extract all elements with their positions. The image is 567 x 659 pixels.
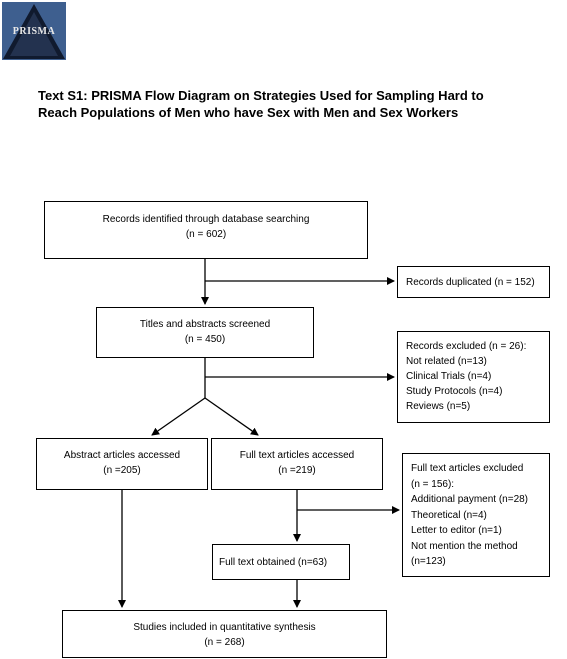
- box-abstract-articles: Abstract articles accessed (n =205): [36, 438, 208, 490]
- excluded-full-header: Full text articles excluded: [411, 463, 524, 474]
- prisma-triangle-icon: [3, 4, 65, 59]
- identified-count: (n = 602): [185, 229, 227, 240]
- page-title: Text S1: PRISMA Flow Diagram on Strategi…: [38, 87, 538, 121]
- excluded-clinical-trials: Clinical Trials (n=4): [406, 371, 492, 382]
- box-records-excluded: Records excluded (n = 26): Not related (…: [397, 331, 550, 423]
- excluded-not-mention: Not mention the method: [411, 540, 518, 552]
- box-records-identified: Records identified through database sear…: [44, 201, 368, 259]
- fulltext-count: (n =219): [278, 465, 316, 476]
- excluded-full-count: (n = 156):: [411, 478, 455, 490]
- screened-count: (n = 450): [184, 334, 226, 345]
- box-studies-included: Studies included in quantitative synthes…: [62, 610, 387, 658]
- title-line-1: Text S1: PRISMA Flow Diagram on Strategi…: [38, 88, 484, 103]
- excluded-not-related: Not related (n=13): [406, 356, 487, 367]
- abstract-count: (n =205): [103, 465, 141, 476]
- title-line-2: Reach Populations of Men who have Sex wi…: [38, 105, 459, 120]
- logo-text: PRISMA: [12, 26, 56, 37]
- excluded-records-header: Records excluded (n = 26):: [406, 341, 527, 352]
- included-count: (n = 268): [204, 637, 245, 648]
- arrow-to-fulltext: [204, 397, 259, 436]
- excluded-study-protocols: Study Protocols (n=4): [406, 386, 503, 397]
- box-records-duplicated: Records duplicated (n = 152): [397, 266, 550, 298]
- box-fulltext-obtained: Full text obtained (n=63): [212, 544, 350, 580]
- screened-label: Titles and abstracts screened: [139, 319, 271, 330]
- abstract-label: Abstract articles accessed: [63, 450, 181, 461]
- excluded-theoretical: Theoretical (n=4): [411, 509, 487, 521]
- excluded-reviews: Reviews (n=5): [406, 401, 471, 412]
- prisma-logo: PRISMA: [2, 2, 66, 60]
- excluded-additional-payment: Additional payment (n=28): [411, 494, 529, 505]
- arrow-to-abstract: [151, 397, 206, 436]
- identified-label: Records identified through database sear…: [102, 214, 310, 225]
- duplicated-label: Records duplicated (n = 152): [406, 277, 535, 288]
- fulltext-label: Full text articles accessed: [239, 450, 355, 461]
- box-titles-screened: Titles and abstracts screened (n = 450): [96, 307, 314, 358]
- box-fulltext-articles: Full text articles accessed (n =219): [211, 438, 383, 490]
- box-fulltext-excluded: Full text articles excluded (n = 156): A…: [402, 453, 550, 577]
- included-label: Studies included in quantitative synthes…: [133, 622, 316, 633]
- excluded-not-mention-count: (n=123): [411, 556, 446, 567]
- excluded-letter-to-editor: Letter to editor (n=1): [411, 525, 502, 536]
- obtained-label: Full text obtained (n=63): [219, 557, 328, 568]
